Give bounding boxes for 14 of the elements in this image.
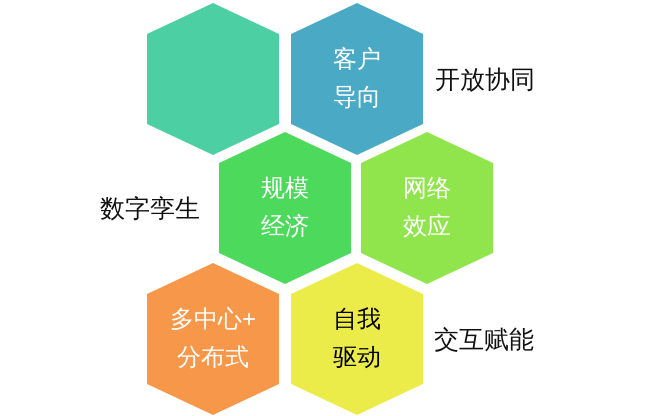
side-label: 数字孪生 — [100, 194, 200, 224]
hexagon-label: 网络效应 — [402, 174, 452, 242]
hexagon-tile — [361, 132, 493, 284]
hexagon-tile — [147, 3, 279, 155]
hexagon-label: 自我驱动 — [332, 305, 382, 373]
hexagon-label: 客户导向 — [332, 45, 382, 113]
hexagon-tile — [147, 263, 279, 415]
side-label: 开放协同 — [435, 65, 535, 95]
hexagon-label: 多中心+分布式 — [168, 305, 257, 373]
hexagon-tile — [219, 132, 351, 284]
side-label: 交互赋能 — [434, 325, 534, 355]
hexagon-tile — [291, 3, 423, 155]
hexagon-label: 规模经济 — [260, 174, 310, 242]
hexagon-tile — [291, 263, 423, 415]
